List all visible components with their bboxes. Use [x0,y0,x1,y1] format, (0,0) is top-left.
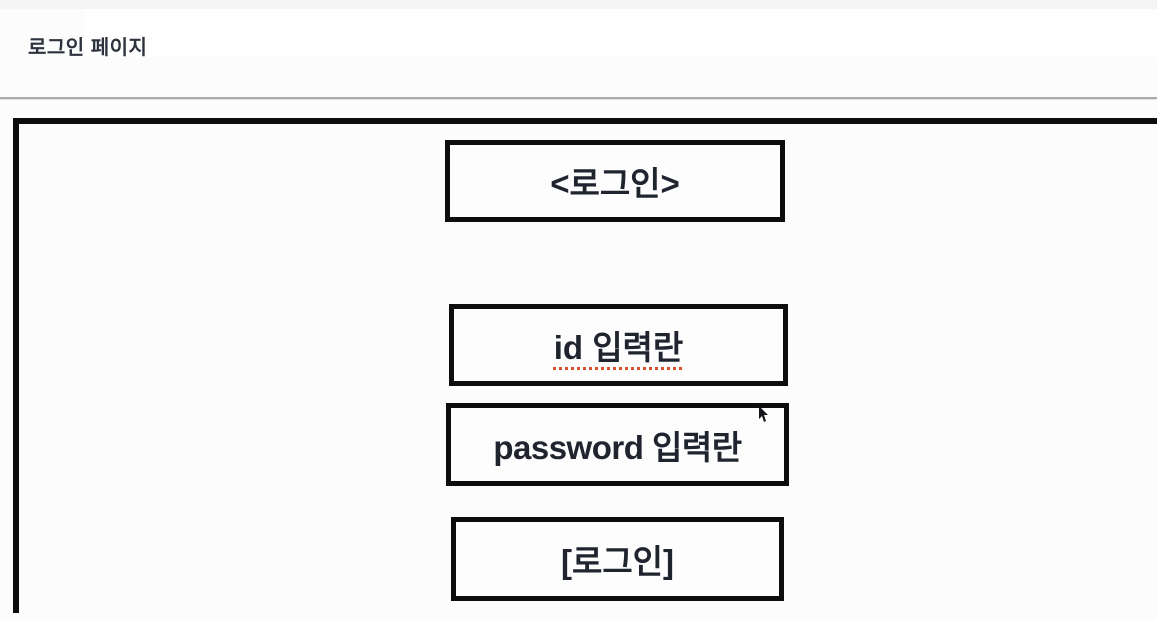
top-sheen [85,9,1157,57]
password-input-box[interactable]: password 입력란 [446,403,789,486]
wireframe-frame: <로그인> id 입력란 password 입력란 [로그인] [13,118,1157,613]
login-button-label: [로그인] [560,543,675,580]
password-input-label: password 입력란 [493,428,742,466]
page-title: 로그인 페이지 [28,37,148,59]
id-input-box[interactable]: id 입력란 [449,304,788,386]
top-capture-strip [0,0,1157,9]
id-input-label: id 입력란 [553,329,684,366]
login-button-box[interactable]: [로그인] [451,517,784,601]
login-header-label: <로그인> [550,165,680,202]
mouse-pointer-icon [759,406,768,422]
header-divider [0,97,1157,99]
login-header-box[interactable]: <로그인> [445,140,785,222]
